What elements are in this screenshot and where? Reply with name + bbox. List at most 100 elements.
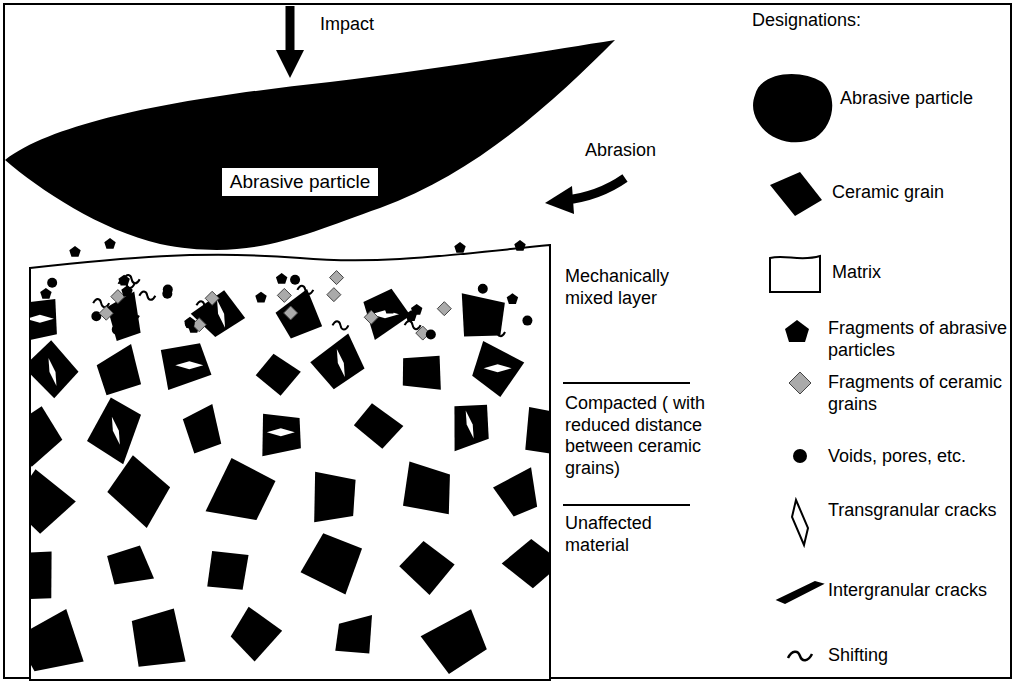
abrasion-arrowhead <box>545 186 574 214</box>
loose-fragments <box>69 238 525 257</box>
legend-text: Transgranular cracks <box>828 500 1010 522</box>
abrasive-fragment <box>454 242 465 253</box>
force-label: Impact <box>320 14 440 36</box>
ceramic-fragment <box>364 310 378 324</box>
legend-grain-sample <box>770 172 822 216</box>
particle-label-box: Abrasive particle <box>221 167 379 197</box>
ceramic-grain <box>11 469 76 533</box>
ceramic-grain <box>354 403 404 448</box>
ceramic-grain <box>399 541 454 595</box>
ceramic-fragment <box>437 302 451 316</box>
abrasive-fragment <box>104 238 115 249</box>
ceramic-fragment <box>99 306 113 320</box>
ceramic-grain <box>206 458 276 520</box>
legend-text: Matrix <box>832 262 1010 284</box>
transgranular-crack <box>175 361 203 369</box>
shifting-mark <box>139 292 155 300</box>
ceramic-grain <box>161 343 212 390</box>
legend-ceramic-fragment <box>789 372 811 394</box>
legend-abrasive-sample <box>753 74 832 142</box>
ceramic-grain <box>0 551 52 600</box>
ceramic-grain <box>421 609 487 674</box>
abrasive-fragment <box>507 293 518 304</box>
zone-label: Mechanically mixed layer <box>565 266 715 309</box>
abrasive-fragment <box>118 275 129 286</box>
ceramic-fragment <box>205 291 219 305</box>
ceramic-fragment <box>277 288 291 302</box>
ceramic-grain <box>403 356 441 390</box>
abrasive-fragment <box>276 273 287 284</box>
shifting-mark <box>332 321 348 329</box>
transgranular-crack <box>26 315 54 323</box>
abrasive-fragment <box>514 240 525 251</box>
transgranular-crack <box>267 428 295 436</box>
mixed-layer-fragments <box>40 271 532 340</box>
ceramic-grain <box>107 545 154 584</box>
legend-matrix-sample <box>770 256 820 292</box>
ceramic-grain <box>462 293 505 336</box>
legend-void <box>793 449 807 463</box>
abrasive-fragment <box>69 246 80 257</box>
legend-shifting <box>788 652 812 661</box>
ceramic-grain <box>335 615 372 654</box>
shifting-mark <box>489 328 505 336</box>
ceramic-grain <box>276 289 323 339</box>
ceramic-grain <box>207 551 248 590</box>
transgranular-crack <box>48 358 56 386</box>
ceramic-grain <box>23 340 78 398</box>
ceramic-fragment <box>330 271 344 285</box>
void <box>47 278 57 288</box>
legend-text: Abrasive particle <box>840 88 1010 110</box>
abrasive-particle <box>5 40 615 250</box>
legend-intergranular-crack <box>778 582 822 603</box>
impact-arrowhead <box>276 50 304 78</box>
legend-text: Voids, pores, etc. <box>828 446 1010 468</box>
void <box>522 316 532 326</box>
ceramic-grain <box>262 414 301 456</box>
ceramic-grain <box>403 462 450 515</box>
abrasion-arrow <box>565 178 625 200</box>
transgranular-crack <box>484 364 512 372</box>
ceramic-grain <box>472 341 524 397</box>
ceramic-grain <box>301 533 363 594</box>
transgranular-crack <box>217 300 225 328</box>
abrasive-fragment <box>255 292 266 303</box>
abrasive-fragment <box>384 303 395 314</box>
ceramic-fragment <box>327 288 341 302</box>
legend-text: Intergranular cracks <box>828 580 1010 602</box>
ceramic-fragment <box>284 306 298 320</box>
legend-text: Shifting <box>828 645 1010 667</box>
shifting-mark <box>297 286 313 294</box>
ceramic-grain <box>314 472 355 522</box>
legend-text: Ceramic grain <box>832 182 1010 204</box>
shifting-mark <box>405 321 421 329</box>
legend-heading: Designations: <box>752 10 912 32</box>
transgranular-crack <box>466 410 474 438</box>
void <box>290 275 300 285</box>
legend-abrasive-fragment <box>785 320 809 342</box>
ceramic-grain <box>107 292 140 341</box>
void <box>163 285 173 295</box>
ceramic-grain <box>107 455 170 528</box>
legend-transgranular-crack <box>792 500 808 545</box>
shifting-mark <box>123 311 139 319</box>
ceramic-grain <box>183 404 221 453</box>
zone-label: Unaffected material <box>565 513 705 556</box>
void <box>185 319 195 329</box>
ceramic-grain <box>310 334 364 390</box>
ceramic-grain <box>25 299 57 341</box>
abrasive-fragment <box>121 286 132 297</box>
transgranular-crack <box>337 349 345 377</box>
node-text: Abrasive particle <box>230 171 370 193</box>
ceramic-grain <box>454 405 488 451</box>
abrasive-fragment <box>184 317 195 328</box>
ceramic-grain <box>493 467 537 516</box>
matrix-block <box>30 245 550 680</box>
ceramic-grain <box>6 406 62 466</box>
ceramic-grain <box>16 609 84 671</box>
ceramic-grains <box>0 289 572 674</box>
void <box>112 325 122 335</box>
transgranular-crack <box>112 417 120 445</box>
abrasive-fragment <box>405 310 416 321</box>
ceramic-grain <box>525 407 571 457</box>
